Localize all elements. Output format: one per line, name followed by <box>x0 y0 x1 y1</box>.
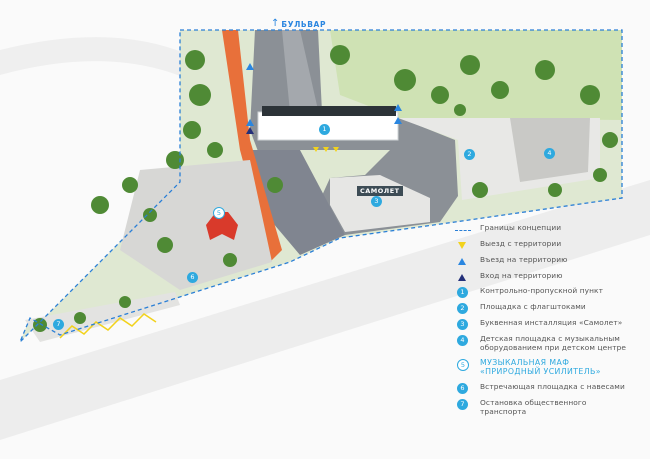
yellow-triangle-icon <box>455 240 471 252</box>
legend-item-6: 6 Встречающая площадка с навесами <box>455 382 647 395</box>
legend-item-entry: Въезд на территорию <box>455 255 647 268</box>
legend-item-exit: Выезд с территории <box>455 239 647 252</box>
entry-markers <box>246 63 402 126</box>
number-badge: 4 <box>457 335 468 346</box>
number-badge: 6 <box>457 383 468 394</box>
legend-item-4: 4 Детская площадка с музыкальным оборудо… <box>455 334 647 352</box>
number-badge: 1 <box>457 287 468 298</box>
road-entry <box>282 30 318 112</box>
plan-marker-4: 4 <box>544 148 555 159</box>
legend-item-2: 2 Площадка с флагштоками <box>455 302 647 315</box>
road-lower <box>250 150 345 255</box>
plan-marker-1: 1 <box>319 124 330 135</box>
number-badge: 5 <box>457 359 469 371</box>
plan-marker-5: 5 <box>213 207 225 219</box>
dashed-line-icon <box>455 224 471 236</box>
number-badge: 2 <box>457 303 468 314</box>
legend-item-3: 3 Буквенная инсталляция «Самолет» <box>455 318 647 331</box>
number-badge: 3 <box>457 319 468 330</box>
plan-marker-2: 2 <box>464 149 475 160</box>
lawn <box>330 30 622 120</box>
zigzag-marking <box>59 313 157 339</box>
trees <box>33 45 618 332</box>
bike-path <box>222 30 282 262</box>
plan-marker-6: 6 <box>187 272 198 283</box>
number-badge: 7 <box>457 399 468 410</box>
plan-marker-7: 7 <box>53 319 64 330</box>
legend-item-pedestrian-entry: Вход на территорию <box>455 271 647 284</box>
checkpoint-roof <box>262 106 396 116</box>
legend-item-1: 1 Контрольно-пропускной пункт <box>455 286 647 299</box>
music-sculpture <box>206 212 238 240</box>
navy-triangle-icon <box>455 272 471 284</box>
exit-markers <box>313 147 339 152</box>
legend-item-7: 7 Остановка общественного транспорта <box>455 398 647 416</box>
plan-marker-3: 3 <box>371 196 382 207</box>
transit-stop-area <box>25 292 180 342</box>
concept-boundary <box>19 29 623 343</box>
street-label: ↑ БУЛЬВАР <box>271 18 327 29</box>
legend-item-5: 5 МУЗЫКАЛЬНАЯ МАФ «ПРИРОДНЫЙ УСИЛИТЕЛЬ» <box>455 358 647 376</box>
pedestrian-markers <box>246 127 254 134</box>
legend-item-boundary: Границы концепции <box>455 223 647 236</box>
blue-triangle-icon <box>455 256 471 268</box>
arrow-up-icon: ↑ <box>271 18 280 29</box>
letter-installation-sign: САМОЛЕТ <box>357 186 403 196</box>
background-road-band <box>0 180 650 440</box>
background-arc <box>0 37 200 80</box>
